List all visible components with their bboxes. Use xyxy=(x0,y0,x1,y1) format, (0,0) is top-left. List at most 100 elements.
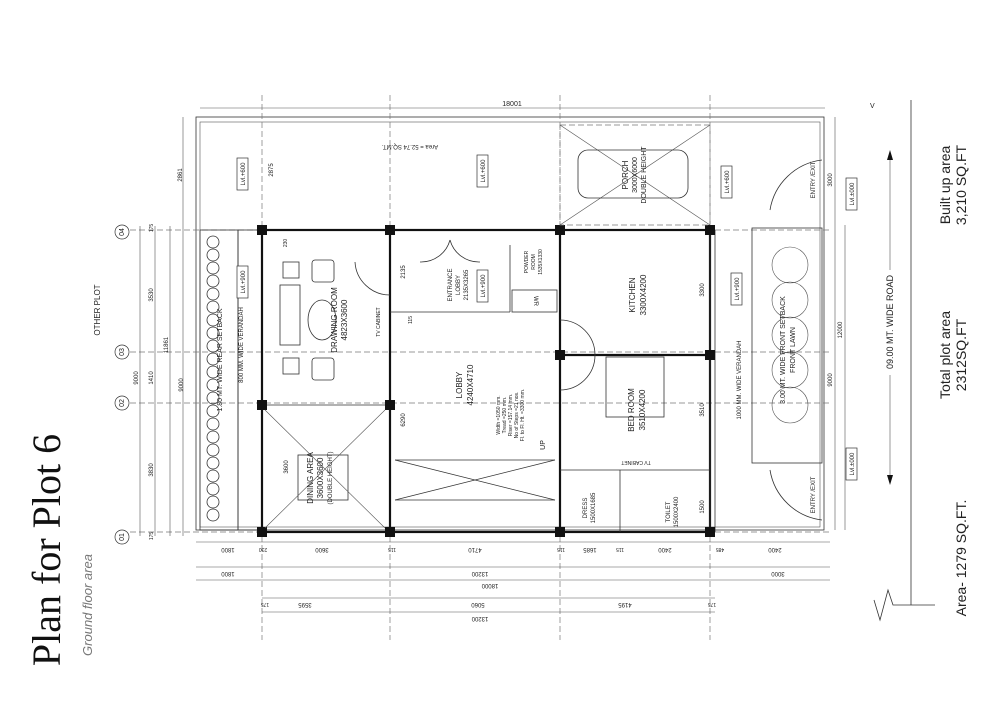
svg-text:BED ROOM: BED ROOM xyxy=(627,388,636,432)
svg-text:2400: 2400 xyxy=(768,546,782,552)
svg-text:KITCHEN: KITCHEN xyxy=(628,277,637,312)
svg-text:175: 175 xyxy=(261,601,270,607)
north-mark: V xyxy=(870,103,875,110)
stair-up-label: UP xyxy=(540,440,547,450)
svg-text:1500: 1500 xyxy=(700,500,706,514)
svg-text:03: 03 xyxy=(119,348,126,356)
svg-text:Lvl.+900: Lvl.+900 xyxy=(481,274,487,298)
shrub-icon xyxy=(206,508,220,522)
tree-icon xyxy=(771,386,809,424)
shrub-icon xyxy=(206,313,220,327)
bottom-dimensions: 1800 230 3600 115 4710 115 1685 115 2400… xyxy=(196,541,830,621)
arrow-up-icon xyxy=(887,150,893,160)
svg-text:3600: 3600 xyxy=(284,460,290,474)
shrub-icon xyxy=(206,365,220,379)
open-area-label: Area = 52.74 SQ.MT. xyxy=(382,143,439,149)
svg-text:230: 230 xyxy=(259,546,268,552)
svg-text:01: 01 xyxy=(119,533,126,541)
svg-text:4240X4710: 4240X4710 xyxy=(466,364,475,405)
shrub-icon xyxy=(206,482,220,496)
svg-text:11861: 11861 xyxy=(164,336,170,353)
svg-text:3830: 3830 xyxy=(149,463,155,477)
shrub-icon xyxy=(206,352,220,366)
svg-text:1535X1330: 1535X1330 xyxy=(538,249,544,275)
svg-text:2135X3265: 2135X3265 xyxy=(464,269,470,300)
svg-text:6290: 6290 xyxy=(401,413,407,427)
svg-text:115: 115 xyxy=(408,316,414,324)
shrub-icon xyxy=(206,495,220,509)
front-verandah-label: 1000 MM. WIDE VERANDAH xyxy=(737,340,743,419)
room-entrance-lobby: ENTRANCE LOBBY 2135X3265 xyxy=(448,268,470,301)
plan-subtitle: Ground floor area xyxy=(80,554,95,656)
shrub-icon xyxy=(206,300,220,314)
road: V 09.00 MT. WIDE ROAD xyxy=(870,100,935,622)
bed xyxy=(605,356,665,418)
shrub-icon xyxy=(206,378,220,392)
svg-text:12000: 12000 xyxy=(838,321,844,338)
other-plot-label: OTHER PLOT xyxy=(93,284,102,335)
room-powder: POWDER ROOM 1535X1330 xyxy=(524,249,544,275)
drawing-room-furniture xyxy=(279,259,337,381)
svg-text:175: 175 xyxy=(708,601,717,607)
room-dress: DRESS 1500X1685 xyxy=(583,492,597,523)
shrub-icon xyxy=(206,339,220,353)
tree-icon xyxy=(771,281,809,319)
svg-text:3000: 3000 xyxy=(771,570,785,576)
svg-text:4195: 4195 xyxy=(618,601,632,607)
svg-text:Fl. to Fl. Ht. =3300 mm.: Fl. to Fl. Ht. =3300 mm. xyxy=(520,389,526,441)
shrub-icon xyxy=(206,261,220,275)
svg-text:4823X3600: 4823X3600 xyxy=(340,299,349,340)
svg-text:13200: 13200 xyxy=(471,615,488,621)
svg-text:3600: 3600 xyxy=(315,546,329,552)
room-kitchen: KITCHEN 3300X4200 xyxy=(628,274,648,315)
svg-text:3600X3600: 3600X3600 xyxy=(316,457,325,498)
grid-bubble-04: 04 xyxy=(114,224,130,240)
stair-notes: Width =1050 mm. Tread =250 mm. Riser =15… xyxy=(496,389,526,441)
svg-text:115: 115 xyxy=(557,546,565,552)
road-label: 09.00 MT. WIDE ROAD xyxy=(885,274,895,369)
grid-bubble-01: 01 xyxy=(114,529,130,545)
svg-text:4710: 4710 xyxy=(468,546,482,552)
area-value: Area- 1279 SQ.FT. xyxy=(953,500,969,617)
svg-text:1410: 1410 xyxy=(149,371,155,385)
room-toilet: TOILET 1500X2400 xyxy=(666,496,680,527)
svg-text:DRAWING ROOM: DRAWING ROOM xyxy=(330,287,339,353)
tree-icon xyxy=(771,351,809,389)
shrub-icon xyxy=(206,274,220,288)
plot-boundary xyxy=(195,116,825,531)
porch-car xyxy=(559,124,711,226)
arrow-down-icon xyxy=(887,475,893,485)
svg-text:175: 175 xyxy=(149,224,155,233)
tv-cabinet-bedroom: TV CABINET xyxy=(621,459,650,465)
svg-text:3000X6000: 3000X6000 xyxy=(632,157,639,193)
front-setback-label: 3.00 MT. WIDE FRONT SETBACK xyxy=(780,296,787,404)
rear-setback-shrubs xyxy=(199,229,263,531)
svg-text:LOBBY: LOBBY xyxy=(455,371,464,398)
shrub-icon xyxy=(206,417,220,431)
svg-text:2135: 2135 xyxy=(401,265,407,279)
svg-text:2400: 2400 xyxy=(658,546,672,552)
grid-bubble-02: 02 xyxy=(114,395,130,411)
front-lawn xyxy=(751,227,823,464)
svg-text:3510X4200: 3510X4200 xyxy=(638,389,647,430)
svg-text:3300X4200: 3300X4200 xyxy=(639,274,648,315)
level-tags: Lvl.+600 Lvl.+600 Lvl.+600 Lvl.+900 Lvl.… xyxy=(236,154,858,481)
room-wr: WR xyxy=(532,296,538,307)
shrub-icon xyxy=(206,391,220,405)
room-dining: DINING AREA 3600X3600 (DOUBLE HEIGHT) xyxy=(306,451,334,504)
svg-text:3530: 3530 xyxy=(149,288,155,302)
svg-text:DOUBLE HEIGHT: DOUBLE HEIGHT xyxy=(641,146,648,204)
shrub-icon xyxy=(206,443,220,457)
svg-text:5060: 5060 xyxy=(471,601,485,607)
area-summary: Built up area 3,210 SQ.FT Total plot are… xyxy=(937,144,969,616)
svg-text:1500X1685: 1500X1685 xyxy=(591,492,597,523)
tv-cabinet-drawing: TV CABINET xyxy=(376,307,382,336)
dining-table xyxy=(264,409,386,529)
svg-text:1685: 1685 xyxy=(583,546,597,552)
svg-text:230: 230 xyxy=(283,239,289,248)
svg-text:18000: 18000 xyxy=(481,582,498,588)
entry-exit-bottom: ENTRY /EXIT xyxy=(811,476,817,513)
room-porch: PORCH 3000X6000 DOUBLE HEIGHT xyxy=(621,146,648,204)
